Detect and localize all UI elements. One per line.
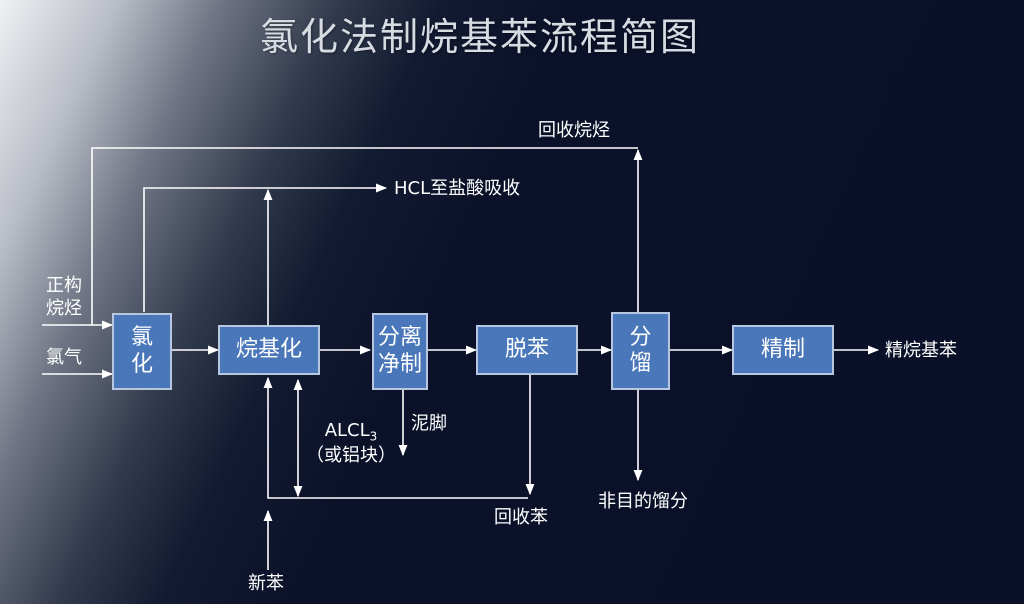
- recycled-benzene-line: [263, 376, 528, 499]
- normal-paraffin-label-line1: 正构: [46, 275, 82, 296]
- debenzene-box: 脱苯: [476, 325, 578, 375]
- diagram-title: 氯化法制烷基苯流程简图: [259, 15, 700, 59]
- recycled-paraffin-label: 回收烷烃: [538, 120, 610, 141]
- catalyst-formula: ALCL3: [324, 420, 378, 444]
- separation-label-line1: 分离: [377, 325, 422, 351]
- refining-box: 精制: [732, 325, 834, 375]
- catalyst-label: ALCL3 （或铝块）: [306, 420, 396, 467]
- hcl-line: [143, 183, 388, 312]
- normal-paraffin-label-line2: 烷烃: [46, 297, 82, 319]
- fractionation-label-line2: 馏: [629, 351, 652, 376]
- recycled-benzene-label: 回收苯: [494, 507, 548, 528]
- debenzene-label: 脱苯: [504, 336, 549, 362]
- alkylation-box: 烷基化: [218, 325, 320, 375]
- normal-paraffin-label: 正构 烷烃: [46, 275, 82, 320]
- chlorination-label-line1: 氯: [130, 325, 153, 351]
- sludge-label: 泥脚: [411, 413, 447, 434]
- refining-label: 精制: [760, 336, 805, 362]
- product-label: 精烷基苯: [885, 340, 957, 361]
- chlorination-box: 氯化: [112, 313, 172, 390]
- non-target-fraction-label: 非目的馏分: [598, 491, 688, 512]
- catalyst-alternative: （或铝块）: [306, 444, 396, 466]
- separation-label-line2: 净制: [377, 351, 422, 377]
- alkylation-label: 烷基化: [235, 336, 302, 362]
- hcl-label: HCL至盐酸吸收: [394, 178, 521, 199]
- fractionation-box: 分馏: [611, 312, 670, 390]
- fractionation-label-line1: 分: [629, 324, 652, 350]
- chlorine-label: 氯气: [46, 347, 82, 368]
- recycled-paraffin-line: [91, 147, 638, 325]
- fresh-benzene-label: 新苯: [248, 573, 284, 594]
- separation-box: 分离净制: [372, 313, 428, 390]
- chlorination-label-line2: 化: [130, 351, 153, 377]
